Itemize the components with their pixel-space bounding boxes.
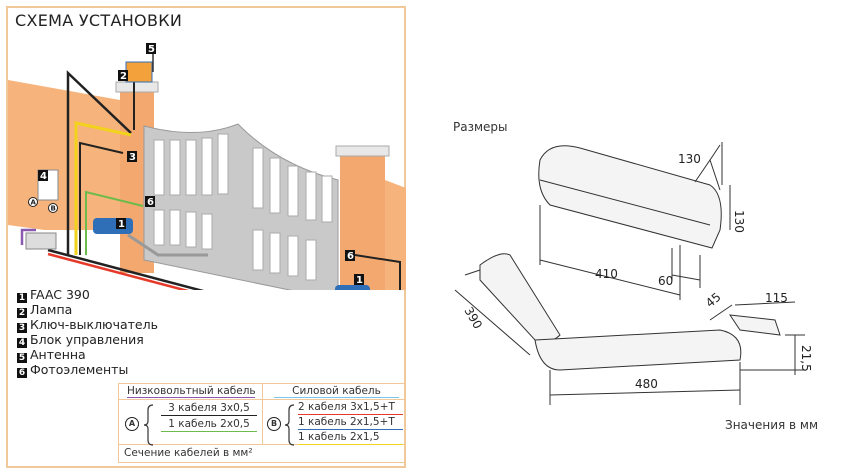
brace-b xyxy=(284,404,295,446)
marker-4: 4 xyxy=(40,171,47,182)
junction-box xyxy=(25,232,57,250)
marker-6-right: 6 xyxy=(347,251,354,262)
cable-table-footer: Сечение кабелей в мм² xyxy=(124,447,253,459)
dim-480: 480 xyxy=(635,377,658,391)
marker-5: 5 xyxy=(148,44,155,55)
power-cable-1: 2 кабеля 3x1,5+T xyxy=(298,401,403,415)
dim-130-height: 130 xyxy=(732,210,746,233)
dim-45: 45 xyxy=(703,290,724,311)
marker-a: A xyxy=(31,199,37,207)
power-cable-2: 1 кабель 2x1,5+T xyxy=(298,416,403,430)
installation-illustration: 1 2 3 4 5 6 6 1 A B xyxy=(8,43,406,290)
faac-390-operator xyxy=(93,218,133,234)
brace-a xyxy=(143,404,154,446)
gate-bars xyxy=(153,133,333,281)
dim-115: 115 xyxy=(765,291,788,305)
marker-b: B xyxy=(267,417,281,431)
dim-60: 60 xyxy=(658,274,673,288)
marker-6: 6 xyxy=(147,197,154,208)
lamp xyxy=(125,61,153,83)
low-cable-2: 1 кабель 2x0,5 xyxy=(161,418,257,432)
cable-table: Низковольтный кабель Силовой кабель A 3 … xyxy=(118,383,406,463)
scheme-title: СХЕМА УСТАНОВКИ xyxy=(15,11,183,30)
marker-a: A xyxy=(125,417,139,431)
low-cable-1: 3 кабеля 3x0,5 xyxy=(161,402,257,416)
dimensions-title: Размеры xyxy=(453,120,508,134)
power-cable-3: 1 кабель 2x1,5 xyxy=(298,431,403,445)
dim-410: 410 xyxy=(595,267,618,281)
low-voltage-header: Низковольтный кабель xyxy=(127,385,256,398)
dim-390: 390 xyxy=(461,305,485,332)
marker-b: B xyxy=(51,205,56,213)
marker-1: 1 xyxy=(118,219,125,230)
dim-130-width: 130 xyxy=(678,152,701,166)
dimensions-drawing: 130 130 410 60 390 45 115 480 21,5 xyxy=(454,142,813,405)
marker-3: 3 xyxy=(129,152,136,163)
right-pillar xyxy=(340,153,385,290)
faac-390-operator-right xyxy=(335,285,370,290)
marker-2: 2 xyxy=(120,71,127,82)
dim-21-5: 21,5 xyxy=(799,345,813,372)
power-header: Силовой кабель xyxy=(274,385,399,398)
marker-1-right: 1 xyxy=(356,275,363,286)
units-note: Значения в мм xyxy=(725,418,819,432)
